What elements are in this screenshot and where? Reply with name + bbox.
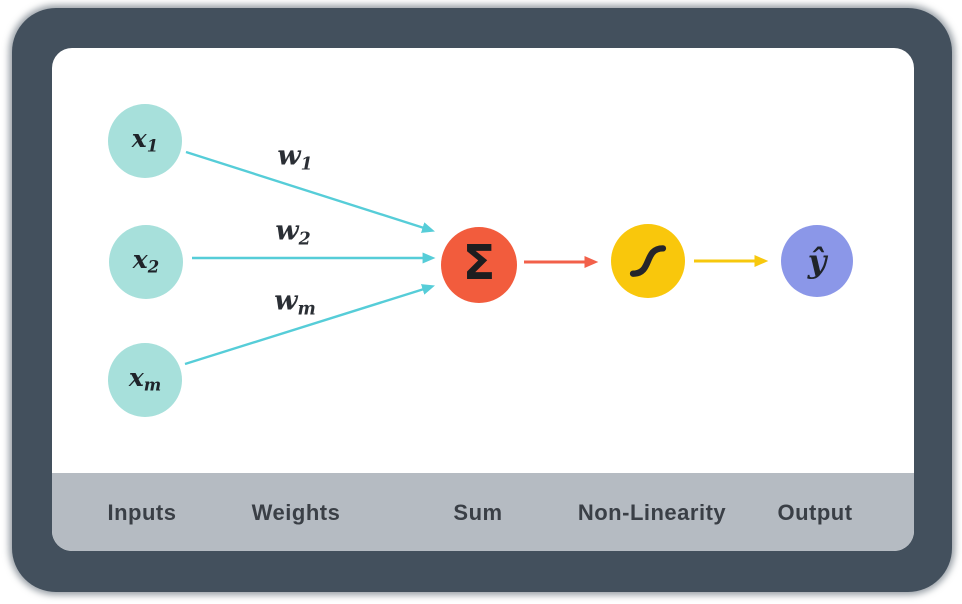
input-node-xm: xm: [108, 343, 182, 417]
sigmoid-curve-icon: [629, 245, 667, 277]
weight-label-wm: wm: [274, 285, 316, 320]
legend-bar: Inputs Weights Sum Non-Linearity Output: [52, 473, 914, 551]
input-label-x2: x2: [132, 245, 160, 278]
legend-inputs: Inputs: [107, 500, 177, 525]
sigma-symbol: Σ: [462, 235, 496, 291]
output-node: ŷ: [781, 225, 853, 297]
output-label-yhat: ŷ: [807, 242, 827, 280]
input-label-xm: xm: [128, 363, 162, 396]
input-node-x2: x2: [109, 225, 183, 299]
legend-weights: Weights: [251, 500, 341, 525]
sum-node: Σ: [441, 227, 517, 303]
input-label-x1: x1: [131, 124, 159, 157]
legend-non-linearity: Non-Linearity: [577, 500, 727, 525]
nonlinearity-node: [611, 224, 685, 298]
legend-sum: Sum: [453, 500, 503, 525]
weight-label-w2: w2: [275, 215, 311, 250]
weight-label-w1: w1: [277, 140, 313, 175]
input-node-x1: x1: [108, 104, 182, 178]
legend-output: Output: [777, 500, 853, 525]
